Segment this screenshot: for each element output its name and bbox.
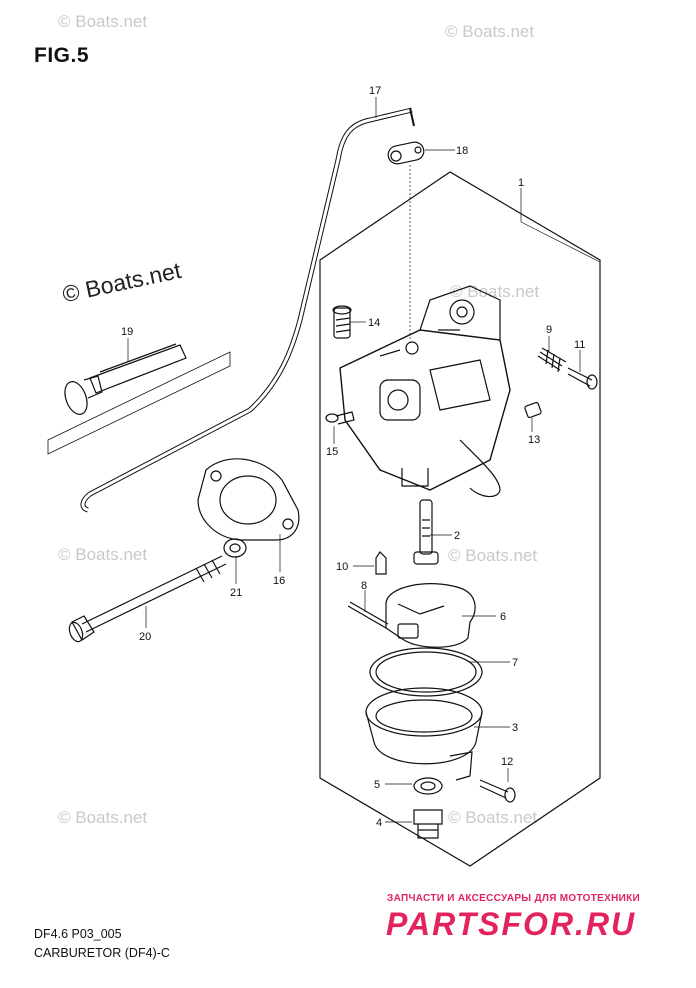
tube-clip	[387, 141, 425, 165]
stud-bolt	[68, 555, 227, 643]
brand-tagline: ЗАПЧАСТИ И АКСЕССУАРЫ ДЛЯ МОТОТЕХНИКИ	[387, 893, 640, 904]
watermark: © Boats.net	[58, 808, 148, 827]
callout-10: 10	[336, 561, 348, 573]
diagram-subtitle: CARBURETOR (DF4)-C	[34, 946, 170, 960]
callout-6: 6	[500, 611, 506, 623]
washer-21	[223, 538, 247, 558]
watermark: © Boats.net	[58, 545, 148, 564]
washer-5	[413, 777, 443, 795]
callout-15: 15	[326, 446, 338, 458]
callout-12: 12	[501, 756, 513, 768]
callout-16: 16	[273, 575, 285, 587]
callout-5: 5	[374, 779, 380, 791]
callout-11: 11	[574, 339, 585, 351]
float	[385, 583, 476, 648]
float-bowl	[365, 687, 483, 781]
breather-tube	[80, 107, 413, 513]
callout-21: 21	[230, 587, 242, 599]
callout-4: 4	[376, 817, 382, 829]
screw-13	[524, 401, 542, 419]
float-bowl-gasket	[369, 647, 483, 697]
screw-14	[332, 305, 352, 339]
float-pin	[347, 601, 389, 629]
main-jet	[413, 499, 439, 565]
watermark: © Boats.net	[448, 808, 538, 827]
callout-20: 20	[139, 631, 151, 643]
callout-1: 1	[518, 177, 524, 189]
figure-caption: DF4.6 P03_005 CARBURETOR (DF4)-C	[34, 925, 170, 963]
callout-18: 18	[456, 145, 468, 157]
carburetor-body	[339, 285, 511, 498]
assembly-frame	[319, 171, 601, 867]
callout-labels: 1 2 3 4 5 6 7 8 9 10 11 12 13 14 15 16 1…	[121, 85, 585, 829]
needle-valve	[375, 551, 387, 575]
callout-8: 8	[361, 580, 367, 592]
callout-2: 2	[454, 530, 460, 542]
drain-bolt	[413, 809, 443, 839]
watermark: © Boats.net	[448, 546, 538, 565]
screw-12	[479, 779, 516, 803]
diagram-code: DF4.6 P03_005	[34, 927, 122, 941]
callout-17: 17	[369, 85, 381, 97]
choke-rod	[47, 343, 231, 455]
spring-9	[537, 347, 567, 373]
callout-19: 19	[121, 326, 133, 338]
leader-lines	[127, 97, 601, 823]
watermark: © Boats.net	[58, 12, 148, 31]
screw-15	[325, 411, 355, 425]
callout-9: 9	[546, 324, 552, 336]
callout-3: 3	[512, 722, 518, 734]
insulator-gasket	[197, 458, 300, 541]
callout-7: 7	[512, 657, 518, 669]
brand-logo: PARTSFOR.RU	[386, 906, 637, 942]
watermark: © Boats.net	[445, 22, 535, 41]
callout-14: 14	[368, 317, 380, 329]
screw-11	[567, 367, 598, 390]
callout-13: 13	[528, 434, 540, 446]
figure-title: FIG.5	[34, 44, 90, 67]
